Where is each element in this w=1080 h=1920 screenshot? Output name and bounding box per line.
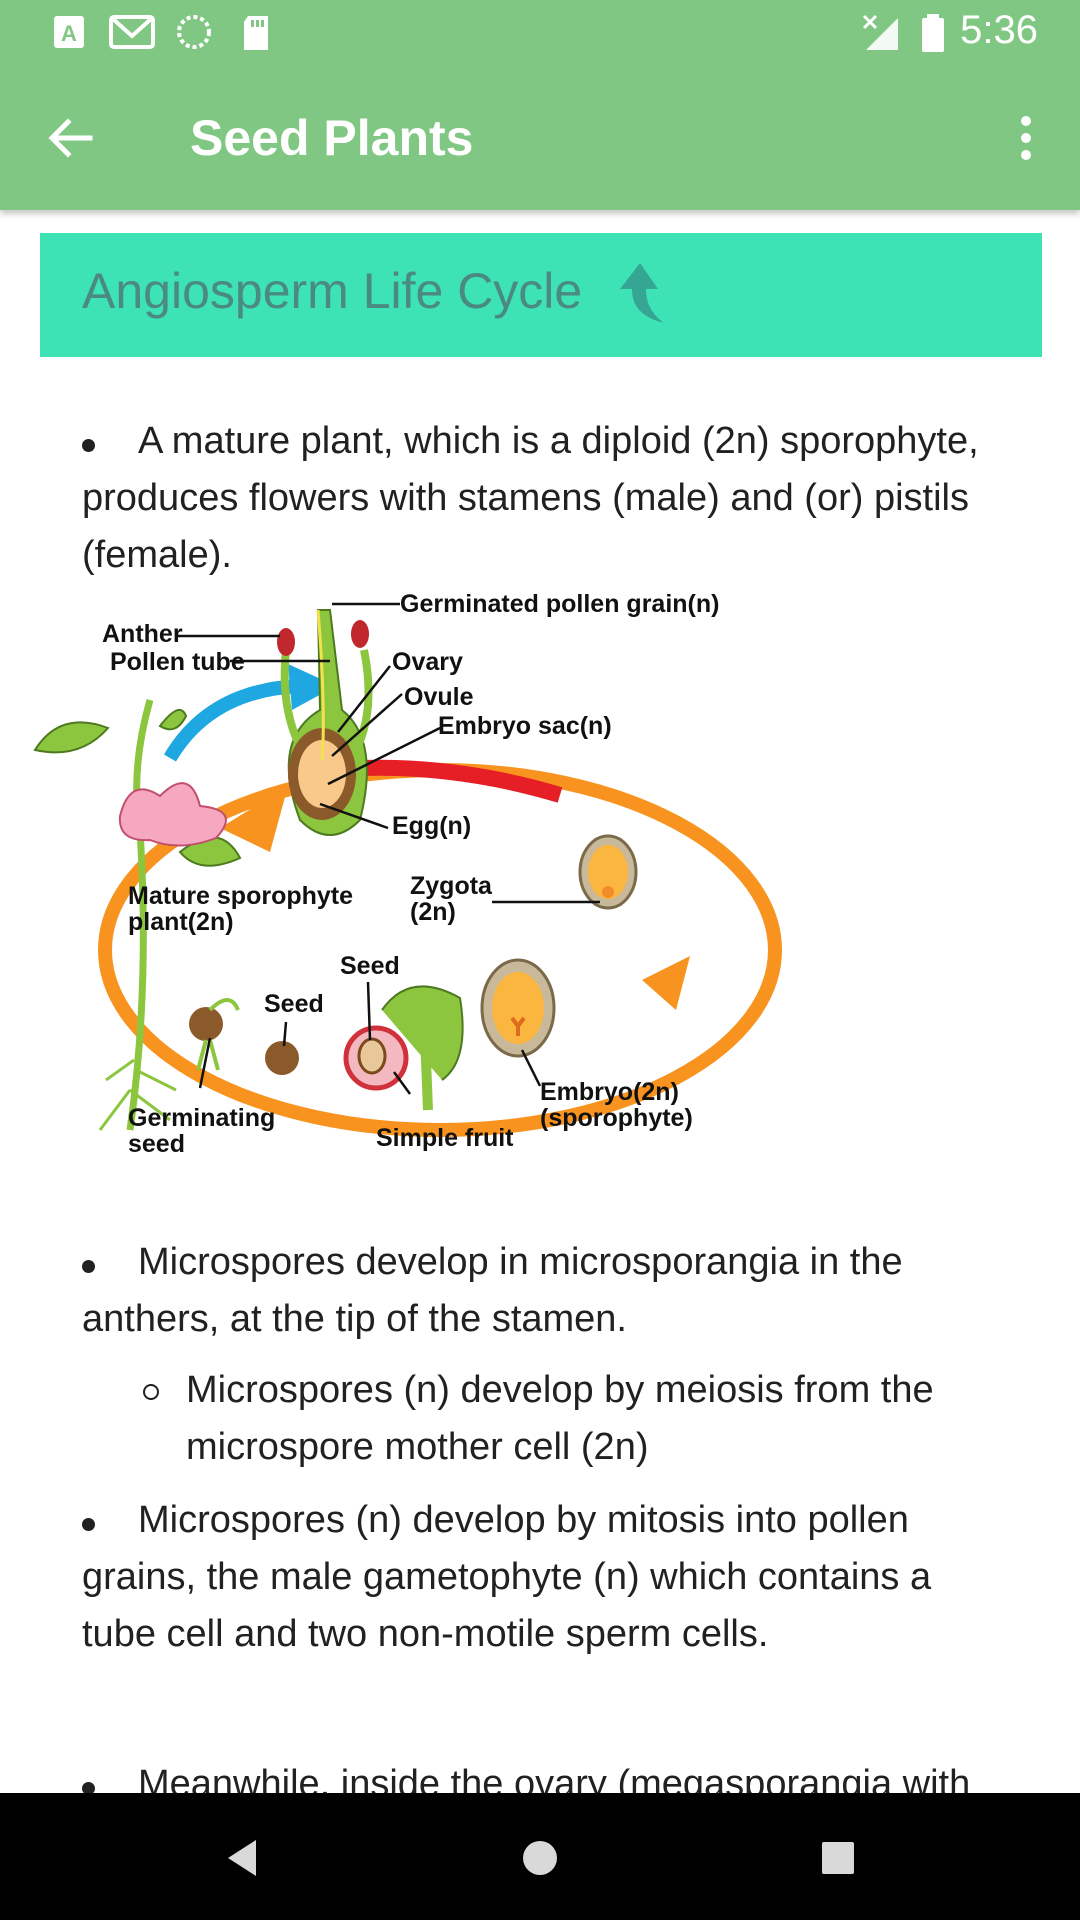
sub-list-item: Microspores (n) develop by meiosis from … [140,1362,1000,1476]
fruit-stem [419,1009,433,1111]
blue-arrowhead [288,664,336,710]
up-arrow-icon[interactable] [616,261,670,325]
section-title: Angiosperm Life Cycle [82,263,583,319]
bullet-dot [82,1782,95,1793]
angiosperm-life-cycle-diagram: Germinated pollen grain(n) Anther Pollen… [33,590,782,1158]
label-mature-ploidy: plant(2n) [128,908,234,936]
arrow-left-icon [48,118,93,158]
list-item: Microspores (n) develop by mitosis into … [82,1499,932,1655]
nav-home-button[interactable] [500,1823,580,1893]
pollen-tube-line [316,609,325,761]
fruit-seed [357,1037,387,1075]
zygote-core [588,845,628,899]
seed-ball [265,1041,299,1075]
plant-flower [118,782,227,847]
section-header[interactable]: Angiosperm Life Cycle [40,233,1042,357]
bullet-dot [82,439,95,452]
cycle-arrowhead-2 [642,956,690,1010]
embryo-cell [510,1016,526,1036]
list-item: Microspores develop in microsporangia in… [82,1241,903,1340]
blue-arrow [163,679,301,762]
overflow-menu-button[interactable] [996,106,1056,170]
nav-home-icon [523,1841,557,1875]
back-button[interactable] [34,106,106,170]
label-embryo: Embryo(2n) [540,1078,679,1106]
cycle-arrowhead-1 [220,786,288,852]
label-embryo-sac: Embryo sac(n) [438,712,612,740]
status-bar: A 5:36 [0,0,1080,66]
a-badge-icon: A [54,16,84,48]
label-seed-fruit: Seed [340,952,400,980]
pointer-lines [175,602,600,1095]
label-seed: Seed [264,990,324,1018]
label-zygota: Zygota [410,872,493,900]
system-nav-bar [0,1793,1080,1920]
sync-icon [177,15,211,49]
zygote-cell [602,886,614,898]
seed-sprout [196,998,240,1071]
embryo-sac [298,740,346,808]
content-scroll[interactable]: Angiosperm Life Cycle A mature plant, wh… [0,210,1080,1793]
anther-right [351,620,369,648]
label-zygota-ploidy: (2n) [410,898,456,926]
label-mature-sporophyte: Mature sporophyte [128,882,353,910]
plant-leaf [158,708,188,731]
nav-recents-button[interactable] [798,1823,878,1893]
stamen-left [280,649,306,752]
embryo-core [492,972,544,1044]
label-simple-fruit: Simple fruit [376,1124,514,1152]
label-anther: Anther [102,620,183,648]
list-item: Meanwhile, inside the ovary (megasporang… [82,1756,1012,1793]
anther-left [277,628,295,656]
label-embryo-sporophyte: (sporophyte) [540,1104,693,1132]
label-pollen-tube: Pollen tube [110,648,245,676]
germinating-seed-ball [189,1007,223,1041]
plant-roots [98,1058,177,1131]
svg-text:A: A [61,21,77,46]
label-germinating-seed: seed [128,1130,185,1158]
label-germinating: Germinating [128,1104,275,1132]
status-time: 5:36 [960,8,1038,52]
nav-back-icon [228,1840,256,1876]
more-vert-icon [1021,116,1031,160]
signal-off-icon [862,14,898,50]
gmail-icon [109,15,155,49]
app-title: Seed Plants [190,110,474,166]
label-ovary: Ovary [392,648,463,676]
battery-icon [922,14,944,52]
bullet-dot [82,1260,95,1273]
plant-stem [126,699,154,1131]
bullet-ring [143,1384,159,1400]
nav-back-button[interactable] [202,1823,282,1893]
bullet-dot [82,1518,95,1531]
stamen-right [352,649,373,752]
label-egg: Egg(n) [392,812,471,840]
list-item: A mature plant, which is a diploid (2n) … [82,420,979,576]
sd-card-icon [244,16,268,50]
label-germinated-pollen: Germinated pollen grain(n) [400,590,719,618]
fertilization-arc [359,759,563,803]
label-ovule: Ovule [404,683,474,711]
nav-recents-icon [822,1842,854,1874]
app-bar: Seed Plants [0,66,1080,210]
plant-leaf [33,721,110,754]
